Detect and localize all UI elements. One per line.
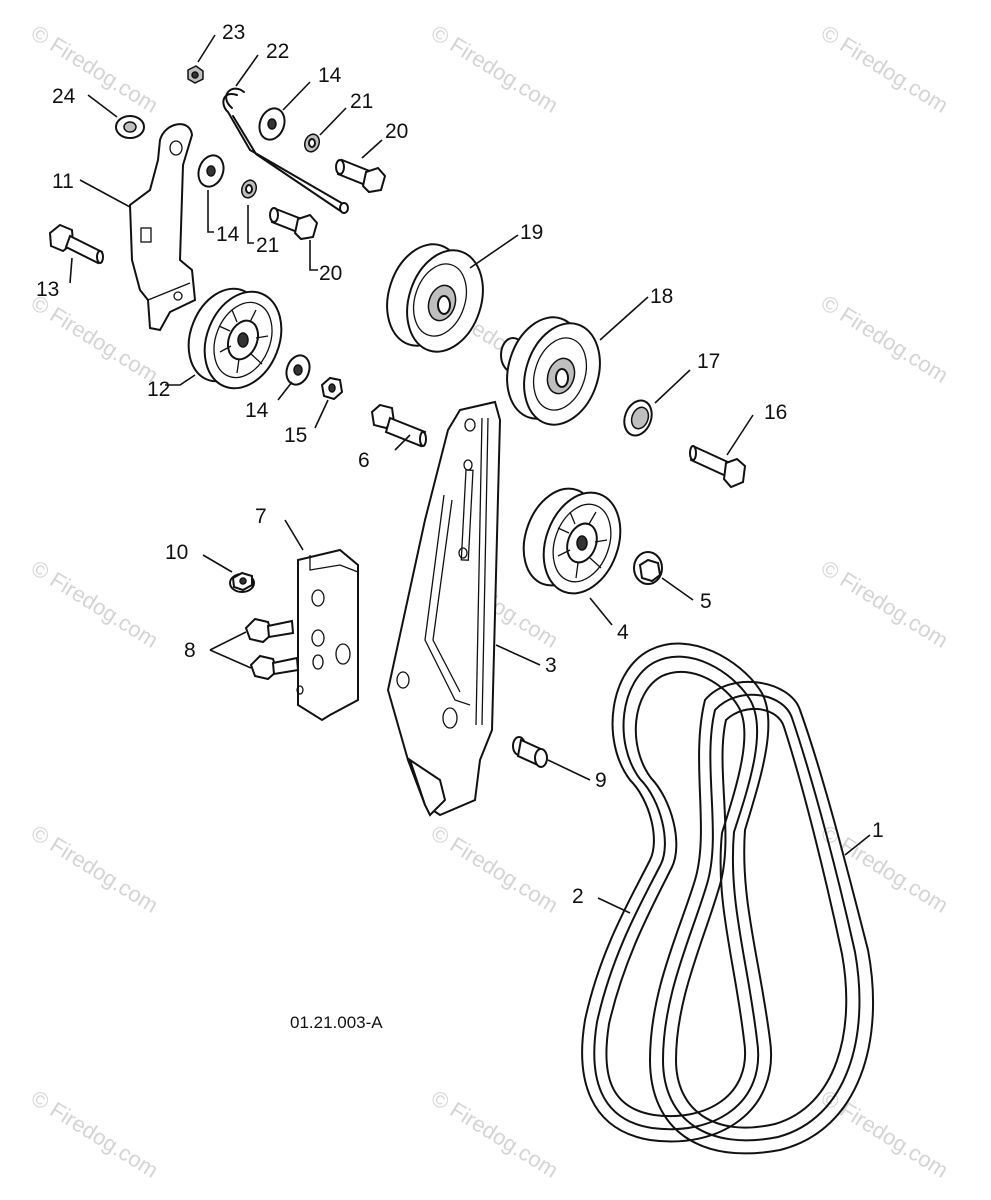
callout-3: 3	[545, 654, 557, 677]
callout-4: 4	[617, 621, 629, 644]
callout-24: 24	[52, 85, 76, 108]
part-16-bolt	[689, 445, 747, 489]
callout-22: 22	[266, 40, 290, 63]
part-23-nut	[187, 65, 204, 84]
part-20-bolt-lower	[269, 207, 319, 241]
part-8-screw-upper	[244, 617, 295, 644]
part-14-washer-middle	[197, 154, 225, 188]
callout-14-lower: 14	[245, 399, 269, 422]
part-1-v-belt	[649, 680, 875, 1155]
part-13-bolt	[48, 223, 104, 265]
callout-9: 9	[595, 769, 607, 792]
callout-2: 2	[572, 885, 584, 908]
callout-16: 16	[764, 401, 788, 424]
part-7-plate	[296, 548, 359, 722]
part-3-idler-bracket	[386, 400, 502, 817]
callout-20-lower: 20	[319, 262, 343, 285]
callout-10: 10	[165, 541, 189, 564]
callout-11: 11	[52, 170, 74, 193]
part-9-shoulder-bolt	[512, 736, 548, 768]
leader-lines	[69, 34, 871, 914]
callout-18: 18	[650, 285, 674, 308]
part-2-v-belt	[581, 642, 773, 1143]
part-8-screw-lower	[249, 654, 300, 681]
part-21-lockwasher-upper	[303, 133, 321, 153]
callout-19: 19	[520, 221, 544, 244]
part-24-spacer	[115, 115, 145, 139]
part-14-washer-upper	[258, 107, 286, 141]
callout-5: 5	[700, 590, 712, 613]
callout-13: 13	[36, 278, 60, 301]
callout-23: 23	[222, 21, 246, 44]
callout-14-middle: 14	[216, 223, 240, 246]
part-5-flange-nut	[633, 551, 663, 585]
callout-17: 17	[697, 350, 721, 373]
part-10-nut	[229, 571, 255, 593]
part-11-bracket	[128, 123, 197, 332]
callout-14-upper: 14	[318, 64, 342, 87]
callout-7: 7	[255, 505, 267, 528]
callout-15: 15	[284, 424, 308, 447]
part-19-v-pulley	[386, 243, 484, 353]
part-14-washer-lower	[285, 354, 311, 386]
drawing-id: 01.21.003-A	[290, 1013, 383, 1032]
callout-21-upper: 21	[350, 90, 374, 113]
callout-12: 12	[147, 378, 171, 401]
part-6-bolt	[370, 403, 427, 448]
callout-8: 8	[184, 639, 196, 662]
callout-6: 6	[358, 449, 370, 472]
callout-20-upper: 20	[385, 120, 409, 143]
part-20-bolt-upper	[335, 158, 387, 194]
callout-21-middle: 21	[256, 234, 280, 257]
part-17-washer	[623, 399, 653, 437]
part-12-idler-pulley	[187, 287, 283, 390]
part-18-v-pulley	[500, 316, 601, 426]
callout-1: 1	[872, 819, 884, 842]
part-15-nut	[320, 376, 344, 401]
part-4-idler-pulley	[522, 487, 622, 595]
part-22-rod	[222, 87, 349, 214]
part-21-lockwasher-middle	[240, 179, 258, 199]
